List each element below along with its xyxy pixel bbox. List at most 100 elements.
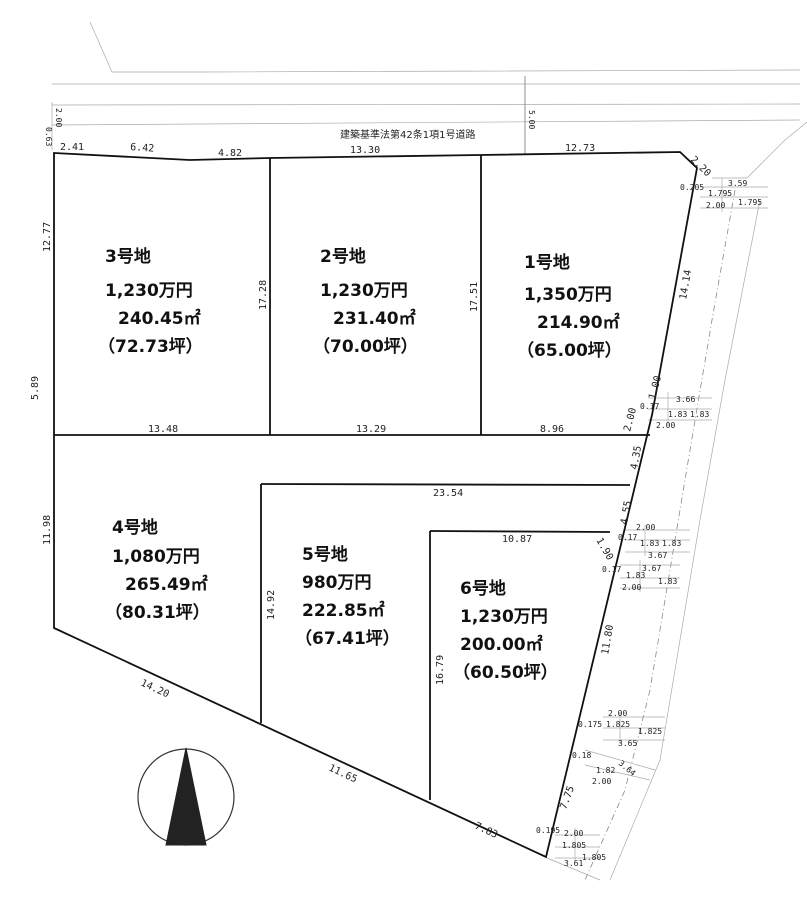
dim-mid-13-29: 13.29 [356, 424, 386, 435]
side-g4-c: 1.83 [658, 577, 677, 586]
dim-v-17-28: 17.28 [258, 280, 269, 310]
side-g2-c: 1.83 [690, 410, 709, 419]
side-road-grid-2 [648, 392, 712, 424]
dim-bot-14-20: 14.20 [139, 678, 171, 701]
side-g3-e: 2.00 [636, 523, 655, 532]
site-outline [53, 151, 698, 859]
lot-5-tsubo: （67.41坪） [295, 628, 400, 649]
side-g2-a: 0.17 [640, 402, 659, 411]
dim-right-2-00: 2.00 [622, 407, 639, 433]
lot-4-price: 1,080万円 [112, 547, 200, 567]
side-road-grid-1 [700, 178, 768, 212]
side-g4-d: 3.67 [642, 564, 661, 573]
side-road-dims [555, 178, 768, 862]
side-g7-b: 1.805 [562, 841, 586, 850]
dim-right-4-35: 4.35 [629, 445, 644, 471]
road-setback-small-label: 0.63 [44, 127, 53, 146]
side-road-grid-5 [603, 712, 665, 744]
north-arrow-icon [137, 747, 235, 846]
dim-left-12-77: 12.77 [42, 222, 53, 252]
side-g5-e: 2.00 [608, 709, 627, 718]
lot-4-tsubo: （80.31坪） [105, 602, 210, 623]
dim-top-12-73: 12.73 [565, 143, 595, 154]
dim-right-4-55: 4.55 [619, 500, 634, 526]
lot-5-label[interactable]: 5号地 980万円 222.85㎡ （67.41坪） [295, 544, 400, 649]
side-g3-a: 0.17 [618, 533, 637, 542]
lot-6-name: 6号地 [460, 578, 506, 599]
lot-2-price: 1,230万円 [320, 281, 408, 301]
dim-bot-11-65: 11.65 [327, 763, 359, 786]
side-g3-b: 1.83 [640, 539, 659, 548]
dim-left-11-98: 11.98 [42, 515, 53, 545]
lot-1-area: 214.90㎡ [537, 312, 620, 333]
dim-left-5-89: 5.89 [30, 376, 41, 400]
side-g7-c: 1.805 [582, 853, 606, 862]
side-g6-b: 1.82 [596, 766, 615, 775]
lot-1-label[interactable]: 1号地 1,350万円 214.90㎡ （65.00坪） [517, 252, 622, 361]
dim-top-2-20: 2.20 [688, 154, 713, 179]
side-g5-a: 0.175 [578, 720, 602, 729]
side-g3-d: 3.67 [648, 551, 667, 560]
lot-1-tsubo: （65.00坪） [517, 340, 622, 361]
east-road-centerline [584, 189, 736, 881]
side-road-grid-7 [555, 828, 600, 862]
north-arrow-pointer [165, 747, 207, 846]
lot-5-name: 5号地 [302, 544, 348, 565]
side-g2-e: 2.00 [656, 421, 675, 430]
road-inner-line [51, 103, 801, 106]
side-g4-a: 0.17 [602, 565, 621, 574]
dim-h-23-54: 23.54 [433, 488, 463, 499]
dim-right-14-14: 14.14 [678, 269, 694, 301]
lot-6-label[interactable]: 6号地 1,230万円 200.00㎡ （60.50坪） [453, 578, 558, 683]
dim-v-14-92: 14.92 [266, 590, 277, 620]
east-road-outer-line [609, 199, 761, 881]
lot-3-price: 1,230万円 [105, 281, 193, 301]
lot-6-tsubo: （60.50坪） [453, 662, 558, 683]
road-setback-label: 2.00 [54, 108, 63, 127]
side-g4-b: 1.83 [626, 571, 645, 580]
north-road-edge-line [89, 21, 801, 73]
dim-right-11-80: 11.80 [600, 624, 616, 656]
side-g2-d: 3.66 [676, 395, 695, 404]
lot-2-name: 2号地 [320, 246, 366, 267]
dim-mid-13-48: 13.48 [148, 424, 178, 435]
side-g6-e: 2.00 [592, 777, 611, 786]
lot-4-area: 265.49㎡ [125, 574, 208, 595]
dim-top-2-41: 2.41 [60, 142, 84, 153]
lot-5-price: 980万円 [302, 573, 372, 593]
side-g6-a: 0.18 [572, 751, 591, 760]
side-g6-d: 3.64 [617, 759, 638, 778]
dim-top-13-30: 13.30 [350, 145, 380, 156]
side-g5-b: 1.825 [606, 720, 630, 729]
side-g1-e: 2.00 [706, 201, 725, 210]
lot-4-label[interactable]: 4号地 1,080万円 265.49㎡ （80.31坪） [105, 517, 210, 623]
side-g7-d: 3.61 [564, 859, 583, 868]
lot-6-price: 1,230万円 [460, 607, 548, 627]
side-g2-b: 1.83 [668, 410, 687, 419]
lot-4-name: 4号地 [112, 517, 158, 538]
road-lines [51, 21, 807, 881]
dim-top-6-42: 6.42 [130, 142, 155, 155]
lot-3-name: 3号地 [105, 246, 151, 267]
dim-top-4-82: 4.82 [218, 148, 242, 159]
road-width-label: 5.00 [527, 110, 536, 129]
road-label: 建築基準法第42条1項1号道路 [340, 128, 475, 141]
side-road-grid-4 [620, 560, 680, 592]
east-road-upper-line [712, 121, 807, 179]
lot-2-label[interactable]: 2号地 1,230万円 231.40㎡ （70.00坪） [313, 246, 418, 357]
side-g3-c: 1.83 [662, 539, 681, 548]
lot-3-tsubo: （72.73坪） [98, 336, 203, 357]
dim-v-17-51: 17.51 [469, 282, 480, 312]
dim-h-10-87: 10.87 [502, 534, 532, 545]
lot-5-area: 222.85㎡ [302, 600, 385, 621]
lot-3-label[interactable]: 3号地 1,230万円 240.45㎡ （72.73坪） [98, 246, 203, 357]
road-setback-line [51, 119, 801, 126]
dim-right-1-00: 1.00 [647, 375, 664, 401]
side-g1-d: 3.59 [728, 179, 747, 188]
side-g1-c: 1.795 [738, 198, 762, 207]
divider-lot5-top [260, 483, 631, 486]
side-g7-e: 2.00 [564, 829, 583, 838]
lot-2-tsubo: （70.00坪） [313, 336, 418, 357]
dim-right-7-75: 7.75 [558, 785, 577, 811]
